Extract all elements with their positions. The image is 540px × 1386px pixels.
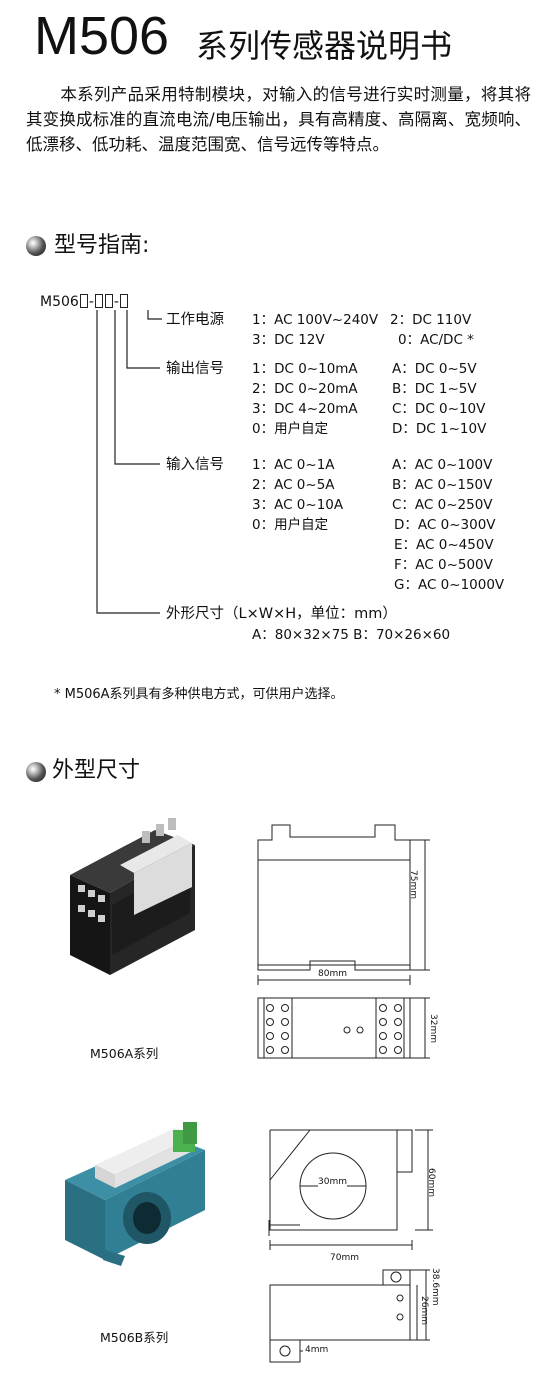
output-label: 输出信号 [166,361,224,377]
product-a-image [70,818,195,975]
output-option: D：DC 1~10V [392,421,487,437]
input-option: A：AC 0~100V [392,457,493,473]
drawing-b [268,1129,433,1250]
input-option: 0：用户自定 [252,517,329,533]
output-option: A：DC 0~5V [392,361,477,377]
supply-note: * M506A系列具有多种供电方式，可供用户选择。 [54,687,344,702]
input-option: E：AC 0~450V [394,537,494,553]
dim-b-foot: 4mm [305,1345,329,1355]
product-a-caption: M506A系列 [90,1046,159,1061]
code-box-input [79,294,88,308]
input-option: D：AC 0~300V [394,517,496,533]
power-option: 3：DC 12V [252,332,325,348]
dim-a-height: 75mm [408,870,418,899]
dim-b-total: 38.6mm [430,1268,440,1306]
product-b-caption: M506B系列 [100,1330,169,1345]
size-label: 外形尺寸（L×W×H，单位：mm） [166,606,397,622]
dim-b-hole: 30mm [318,1177,347,1187]
dim-b-depth: 26mm [419,1296,429,1325]
code-box-power [119,294,128,308]
title-text: 系列传感器说明书 [196,27,453,65]
title-model: M506 [34,6,170,66]
product-b-image [65,1122,205,1266]
code-box-output [94,294,103,308]
drawing-a [257,824,430,985]
power-label: 工作电源 [166,312,224,328]
power-option: 2：DC 110V [390,312,472,328]
dim-a-width: 80mm [318,969,347,979]
bullet-icon [26,762,46,782]
intro-paragraph: 本系列产品采用特制模块，对输入的信号进行实时测量，将其将其变换成标准的直流电流/… [26,85,531,154]
bullet-icon [26,236,46,256]
section-model-title: 型号指南: [54,233,150,258]
output-option: C：DC 0~10V [392,401,486,417]
size-values: A：80×32×75 B：70×26×60 [252,627,451,643]
input-option: C：AC 0~250V [392,497,493,513]
drawing-a-top [257,997,430,1059]
output-option: 2：DC 0~20mA [252,381,358,397]
output-option: B：DC 1~5V [392,381,477,397]
drawing-b-side [269,1269,430,1363]
dim-a-depth: 32mm [428,1014,438,1043]
output-option: 3：DC 4~20mA [252,401,358,417]
input-option: 1：AC 0~1A [252,457,335,473]
input-option: 2：AC 0~5A [252,477,335,493]
input-option: G：AC 0~1000V [394,577,505,593]
model-code: M506-- [40,293,129,311]
dim-b-height: 60mm [426,1168,436,1197]
output-option: 0：用户自定 [252,421,329,437]
input-option: 3：AC 0~10A [252,497,344,513]
input-option: B：AC 0~150V [392,477,493,493]
output-option: 1：DC 0~10mA [252,361,358,377]
power-option: 0：AC/DC * [398,332,474,348]
dim-b-width: 70mm [330,1253,359,1263]
code-box-output2 [104,294,113,308]
model-connector-lines [96,310,162,614]
power-option: 1：AC 100V~240V [252,312,379,328]
section-dims-title: 外型尺寸 [52,758,141,783]
input-option: F：AC 0~500V [394,557,493,573]
input-label: 输入信号 [166,457,224,473]
